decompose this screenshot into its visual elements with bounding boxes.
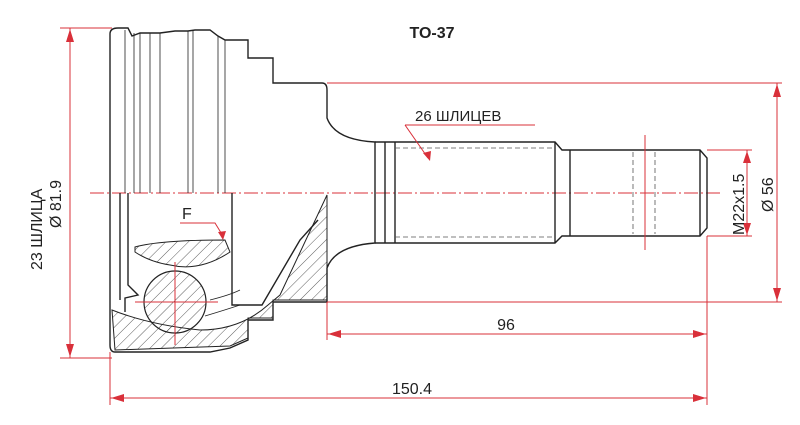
section-hatch-outer [111,194,328,351]
total-length-label: 150.4 [392,381,432,398]
housing-outline [109,27,376,353]
face-marker-label: F [182,206,192,223]
shaft-length-label: 96 [497,317,515,334]
shaft-outline [375,141,708,244]
section-hatch-inner-race [134,239,231,268]
abs-diameter-label: Ø 56 [760,177,777,212]
thread-label: M22x1.5 [731,174,748,235]
part-number-title: TO-37 [409,25,454,42]
shaft-splines-label: 26 ШЛИЦЕВ [415,108,501,125]
outer-diameter-label: Ø 81.9 [48,180,65,228]
inner-splines-label: 23 ШЛИЦА [29,188,46,270]
